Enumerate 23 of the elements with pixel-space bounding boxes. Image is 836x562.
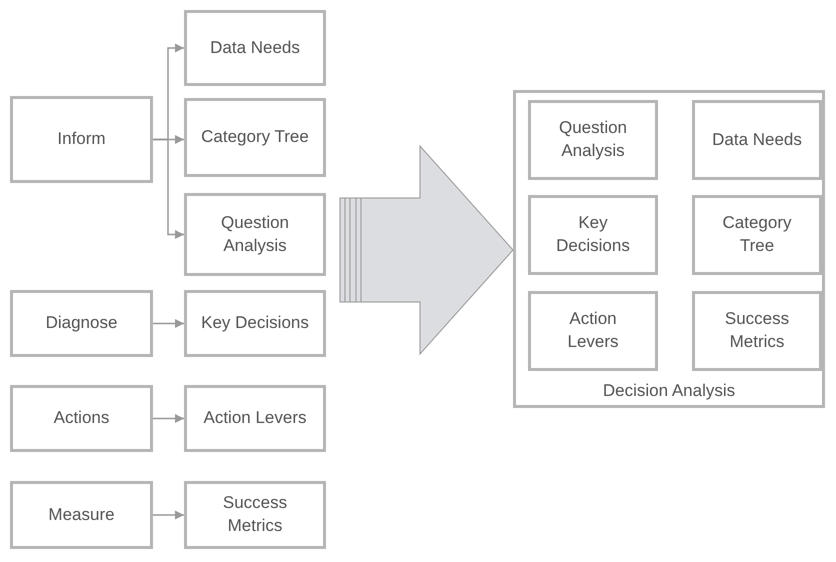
process-box: Question Analysis (528, 100, 658, 180)
process-box: Question Analysis (184, 193, 326, 276)
group-box (513, 90, 825, 408)
process-box: Category Tree (692, 195, 822, 275)
process-box: Category Tree (184, 98, 326, 177)
process-box: Key Decisions (528, 195, 658, 275)
process-box: Key Decisions (184, 290, 326, 357)
process-box: Action Levers (184, 385, 326, 452)
process-box: Diagnose (10, 290, 153, 357)
process-box: Measure (10, 481, 153, 549)
connector-arrow (153, 138, 184, 239)
process-box: Data Needs (184, 10, 326, 86)
group-title: Decision Analysis (602, 380, 736, 402)
process-box: Action Levers (528, 291, 658, 371)
process-box: Actions (10, 385, 153, 452)
process-box: Inform (10, 96, 153, 183)
process-box: Success Metrics (184, 481, 326, 549)
process-box: Success Metrics (692, 291, 822, 371)
process-box: Data Needs (692, 100, 822, 180)
block-arrow (340, 144, 514, 356)
connector-arrow (153, 319, 184, 328)
connector-arrow (153, 510, 184, 520)
connector-arrow (153, 414, 184, 423)
